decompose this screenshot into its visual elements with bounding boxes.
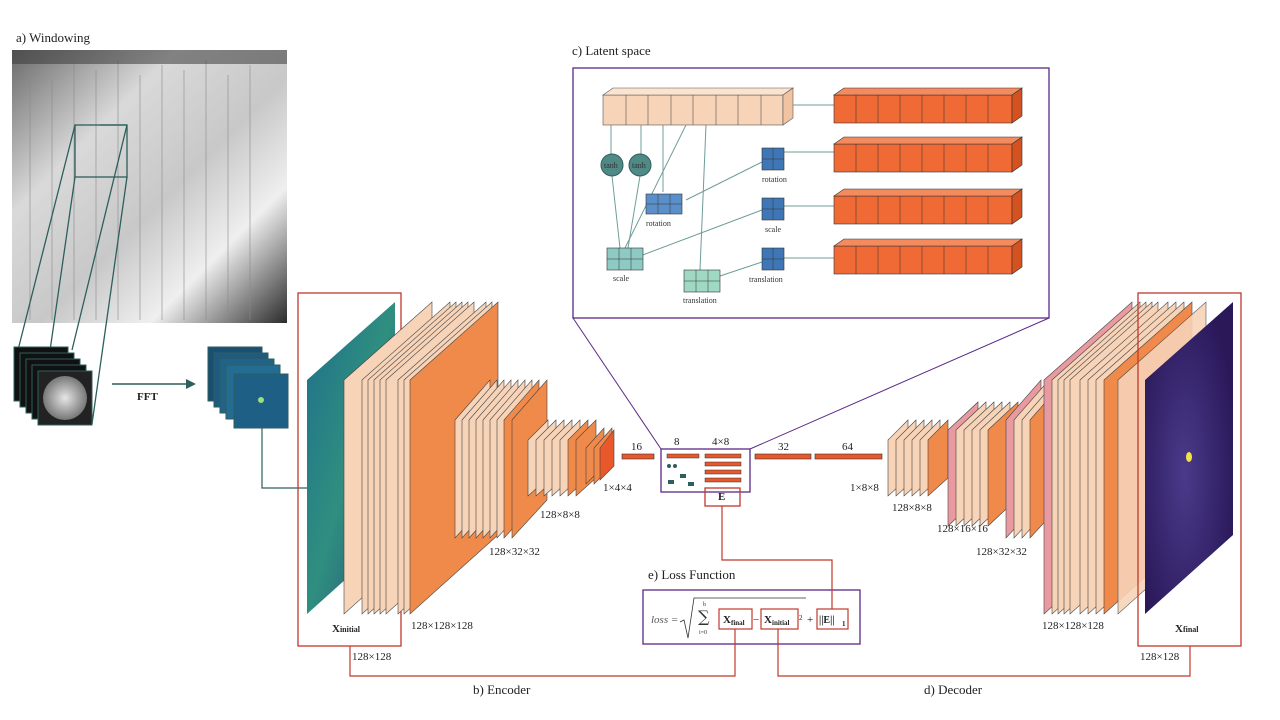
rotation-right-cube <box>761 147 785 171</box>
scale-left-label: scale <box>613 274 629 283</box>
e-label: E <box>718 491 726 503</box>
translation-left-label: translation <box>683 296 717 305</box>
windowing-image <box>12 50 287 323</box>
dim-dec-8a: 1×8×8 <box>850 482 879 494</box>
encoder-layer-8 <box>527 419 597 497</box>
latent-connections <box>610 104 834 277</box>
panel-loss-title: e) Loss Function <box>648 567 736 582</box>
x-initial-label: Xinitial <box>332 623 360 635</box>
panel-decoder-title: d) Decoder <box>924 682 983 697</box>
decoder-layer-8 <box>887 419 949 497</box>
fft-stack <box>207 346 289 429</box>
dim-enc-128: 128×128×128 <box>411 620 473 632</box>
loss-sqrt-sign <box>679 597 806 639</box>
dim-input: 128×128 <box>352 651 392 663</box>
latent-size-8: 8 <box>674 436 680 448</box>
translation-left-cube <box>683 269 721 293</box>
latent-size-16: 16 <box>631 441 642 453</box>
loss-lhs: loss = <box>651 614 678 626</box>
rotation-left-cube <box>645 193 683 215</box>
window-projection <box>17 124 128 425</box>
latent-size-4x8: 4×8 <box>712 436 730 448</box>
loss-reg-sub: 1 <box>842 620 846 628</box>
loss-frame <box>642 589 861 645</box>
x-final-label: Xfinal <box>1175 623 1199 635</box>
tanh-label-2: tanh <box>632 161 646 170</box>
dim-dec-32: 128×32×32 <box>976 546 1027 558</box>
latent-size-32: 32 <box>778 441 789 453</box>
tanh-node-1 <box>600 153 624 177</box>
dim-output: 128×128 <box>1140 651 1180 663</box>
rotation-right-label: rotation <box>762 175 787 184</box>
loss-term-initial-box <box>760 608 799 630</box>
scale-left-cube <box>606 247 644 271</box>
loss-plus: + <box>807 614 813 626</box>
loss-term1-sub: final <box>731 619 745 627</box>
x-final-peak <box>1186 452 1192 462</box>
panel-latent-title: c) Latent space <box>572 43 651 58</box>
fft-label: FFT <box>137 391 158 403</box>
dim-enc-8: 128×8×8 <box>540 509 580 521</box>
translation-right-label: translation <box>749 275 783 284</box>
loss-sum-sign: ∑ <box>698 607 710 626</box>
latent-output-rows <box>833 87 1023 275</box>
loss-sum-top: b <box>703 602 706 608</box>
panel-encoder-title: b) Encoder <box>473 682 531 697</box>
loss-term1: X <box>723 614 731 626</box>
dim-enc-4: 1×4×4 <box>603 482 632 494</box>
latent-space-frame <box>572 67 1050 319</box>
latent-bar-32 <box>754 453 812 460</box>
latent-mini <box>666 453 742 486</box>
translation-right-cube <box>761 247 785 271</box>
dim-dec-16: 128×16×16 <box>937 523 988 535</box>
loss-sum-bottom: i=0 <box>699 630 707 636</box>
tanh-label-1: tanh <box>604 161 618 170</box>
dim-dec-8b: 128×8×8 <box>892 502 932 514</box>
latent-bar-64 <box>814 453 883 460</box>
panel-windowing-title: a) Windowing <box>16 30 90 45</box>
fft-arrow <box>112 379 196 389</box>
encoder-layer-4 <box>585 427 615 485</box>
tanh-node-2 <box>628 153 652 177</box>
rotation-left-label: rotation <box>646 219 671 228</box>
window-stack <box>13 346 93 426</box>
loss-connections <box>349 506 1191 677</box>
dim-enc-32: 128×32×32 <box>489 546 540 558</box>
encoder-layer-32 <box>454 379 548 539</box>
loss-minus: − <box>753 614 759 626</box>
scale-right-cube <box>761 197 785 221</box>
scale-right-label: scale <box>765 225 781 234</box>
loss-term2-sub: initial <box>772 619 790 627</box>
loss-term2: X <box>764 614 772 626</box>
latent-size-64: 64 <box>842 441 853 453</box>
loss-reg: ||E|| <box>819 615 834 626</box>
loss-power: 2 <box>799 614 803 622</box>
dim-dec-128: 128×128×128 <box>1042 620 1104 632</box>
latent-bar-16 <box>621 453 655 460</box>
latent-top-row <box>602 87 794 126</box>
